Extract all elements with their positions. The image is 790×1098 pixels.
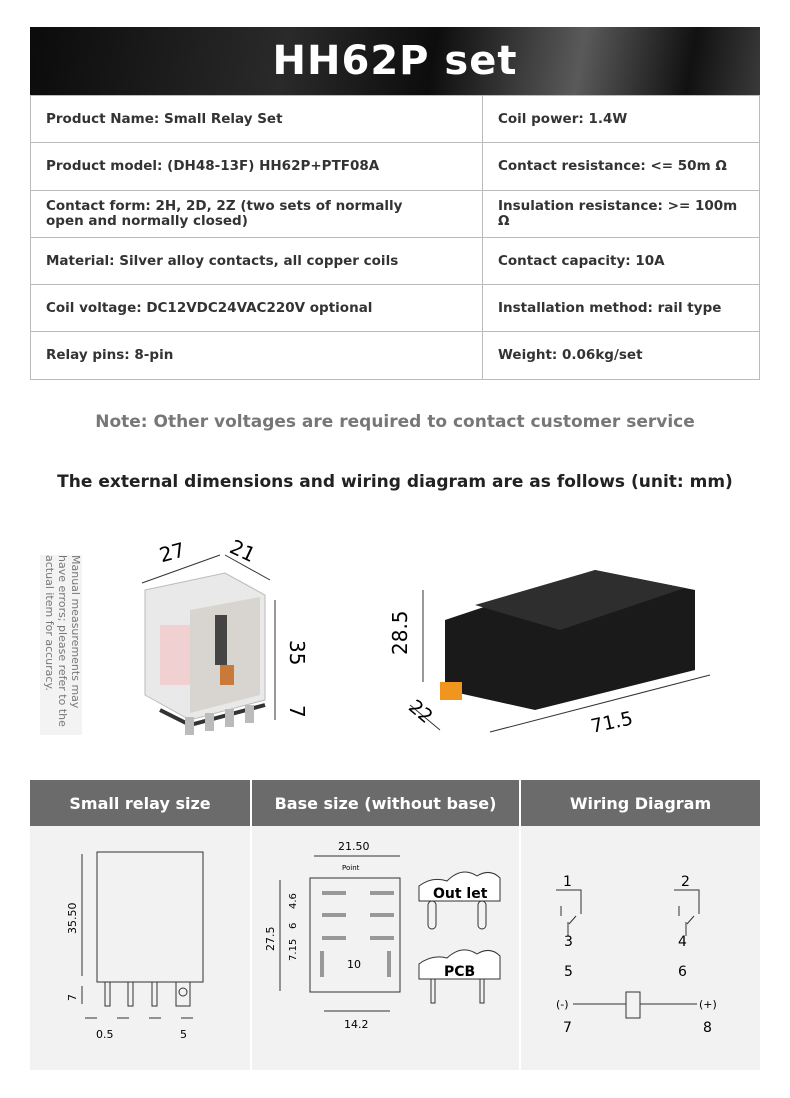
panel-header: Base size (without base): [252, 780, 519, 826]
table-row: Contact form: 2H, 2D, 2Z (two sets of no…: [30, 189, 760, 238]
panel-header: Small relay size: [30, 780, 250, 826]
dim-label: 71.5: [589, 707, 635, 737]
spec-cell: Weight: 0.06kg/set: [482, 331, 760, 380]
relay-photo: 27 21 35 7: [141, 535, 309, 735]
wiring-panel: Wiring Diagram 1 2 3 4 5 6 (-) (+) 7 8: [521, 780, 760, 1070]
pin-label: 8: [703, 1020, 712, 1036]
dim-label: 5: [180, 1028, 187, 1041]
spec-cell: Product model: (DH48-13F) HH62P+PTF08A: [30, 142, 483, 191]
outlet-label: Out let: [433, 886, 488, 902]
dim-label: 10: [347, 958, 361, 971]
dim-label: Point: [342, 864, 360, 872]
spec-cell: Contact capacity: 10A: [482, 236, 760, 286]
note-text: Note: Other voltages are required to con…: [95, 412, 695, 432]
panel-header: Wiring Diagram: [521, 780, 760, 826]
spec-cell: Contact resistance: <= 50m Ω: [482, 142, 760, 191]
dim-label: 27: [157, 537, 188, 567]
dim-label: 7: [66, 994, 79, 1001]
relay-size-panel: Small relay size 35.50 7 0.5 5: [30, 780, 250, 1070]
dim-label: 28.5: [388, 610, 412, 655]
pin-label: 4: [678, 934, 687, 950]
wiring-drawing: 1 2 3 4 5 6 (-) (+) 7 8: [556, 874, 717, 1036]
spec-cell: Coil power: 1.4W: [482, 94, 760, 144]
dim-label: 4.6: [288, 893, 299, 909]
pin-label: 2: [681, 874, 690, 890]
table-row: Material: Silver alloy contacts, all cop…: [30, 236, 760, 286]
spec-cell: Relay pins: 8-pin: [30, 331, 483, 380]
polarity-label: (+): [699, 998, 717, 1011]
title-banner: HH62P set: [30, 27, 760, 95]
base-photo: 28.5 22 71.5: [388, 570, 711, 738]
pcb-label: PCB: [444, 964, 475, 980]
spec-cell: Insulation resistance: >= 100m Ω: [482, 189, 760, 238]
spec-cell: Product Name: Small Relay Set: [30, 94, 483, 144]
pin-label: 1: [563, 874, 572, 890]
dim-label: 7.15: [288, 939, 299, 961]
spec-cell: Contact form: 2H, 2D, 2Z (two sets of no…: [30, 189, 483, 238]
dim-label: 14.2: [344, 1018, 369, 1031]
dim-label: 27.5: [264, 927, 277, 952]
dim-label: 35.50: [66, 903, 79, 935]
dim-label: 6: [288, 923, 299, 929]
pin-label: 7: [563, 1020, 572, 1036]
pin-label: 5: [564, 964, 573, 980]
dim-label: 0.5: [96, 1028, 114, 1041]
spec-cell: Installation method: rail type: [482, 284, 760, 333]
pin-label: 3: [564, 934, 573, 950]
dim-label: 21.50: [338, 840, 370, 853]
dim-label: 7: [285, 705, 309, 718]
dim-label: 35: [285, 640, 309, 665]
spec-cell: Coil voltage: DC12VDC24VAC220V optional: [30, 284, 483, 333]
base-size-panel: Base size (without base) 21.50 Point 27.…: [252, 780, 519, 1070]
relay-size-drawing: 35.50 7 0.5 5: [66, 851, 210, 1041]
base-size-drawing: 21.50 Point 27.5 4.6 6 7.15 10 14.2 Out …: [264, 840, 501, 1031]
measurement-disclaimer: Manual measurements may have errors; ple…: [40, 555, 82, 735]
dim-label: 21: [226, 535, 259, 567]
pin-label: 6: [678, 964, 687, 980]
spec-cell: Material: Silver alloy contacts, all cop…: [30, 236, 483, 286]
dimensions-heading: The external dimensions and wiring diagr…: [57, 472, 733, 492]
polarity-label: (-): [556, 998, 569, 1011]
page-title: HH62P set: [272, 38, 518, 84]
